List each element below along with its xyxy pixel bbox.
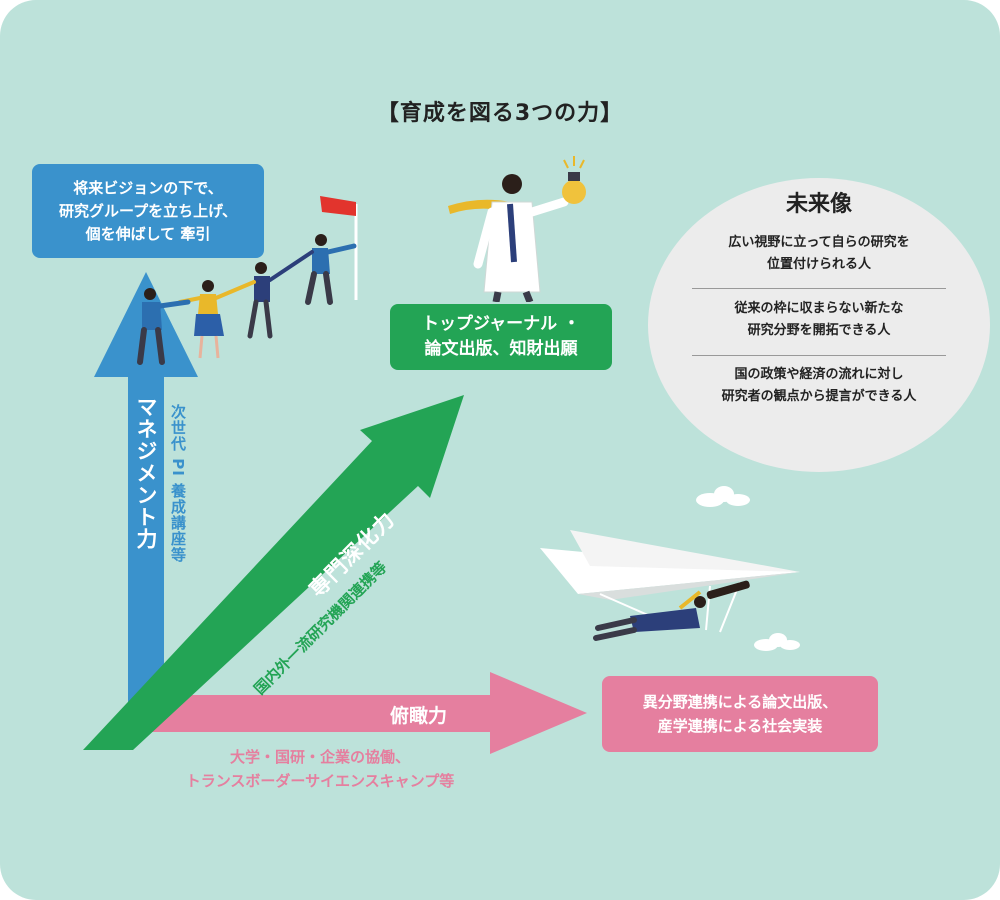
overview-axis-label: 俯瞰力: [390, 705, 448, 727]
future-vision-item-line: 従来の枠に収まらない新たな: [734, 301, 904, 316]
overview-goal-line: 異分野連携による論文出版、: [642, 693, 838, 711]
team-climbing-flag-illustration: [137, 196, 358, 365]
expertise-goal-box: トップジャーナル ・ 論文出版、知財出願: [390, 304, 612, 370]
overview-arrow: [128, 672, 587, 754]
future-vision-item: 国の政策や経済の流れに対し 研究者の観点から提言ができる人: [690, 364, 948, 408]
management-goal-line: 個を伸ばして 牽引: [85, 224, 211, 243]
overview-sub-line: 大学・国研・企業の協働、: [229, 748, 410, 766]
expertise-goal-line: 論文出版、知財出願: [424, 339, 578, 359]
overview-goal-box: 異分野連携による論文出版、 産学連携による社会実装: [602, 676, 878, 752]
scientist-lightbulb-flask-illustration: [448, 156, 586, 302]
expertise-arrow: [83, 395, 464, 750]
management-goal-box: 将来ビジョンの下で、 研究グループを立ち上げ、 個を伸ばして 牽引: [32, 164, 264, 258]
cloud-icon: [754, 633, 800, 651]
overview-sub-line: トランスボーダーサイエンスキャンプ等: [185, 772, 455, 790]
management-arrow: [94, 272, 198, 712]
overview-sub-label: 大学・国研・企業の協働、 トランスボーダーサイエンスキャンプ等: [130, 745, 510, 793]
future-vision-item-line: 研究分野を開拓できる人: [747, 323, 891, 338]
future-vision-title: 未来像: [785, 192, 852, 217]
future-vision-item-line: 国の政策や経済の流れに対し: [734, 367, 904, 382]
overview-goal-line: 産学連携による社会実装: [657, 717, 823, 735]
future-vision-divider: [692, 288, 946, 289]
cloud-icon: [696, 486, 750, 507]
management-goal-line: 将来ビジョンの下で、: [73, 178, 223, 197]
future-vision-item: 広い視野に立って自らの研究を 位置付けられる人: [690, 232, 948, 276]
expertise-goal-line: トップジャーナル ・: [421, 314, 581, 334]
future-vision-item-line: 位置付けられる人: [766, 257, 871, 272]
future-vision-item-line: 研究者の観点から提言ができる人: [721, 389, 917, 404]
future-vision-circle: [648, 178, 990, 472]
management-axis-label: マネジメント力: [134, 396, 158, 550]
future-vision-item: 従来の枠に収まらない新たな 研究分野を開拓できる人: [690, 298, 948, 342]
future-vision-item-line: 広い視野に立って自らの研究を: [728, 235, 910, 250]
future-vision-divider: [692, 355, 946, 356]
paper-plane-glider-telescope-illustration: [540, 530, 800, 641]
management-goal-line: 研究グループを立ち上げ、: [58, 201, 238, 220]
diagram-title: 【育成を図る3つの力】: [376, 101, 624, 126]
management-sub-label: 次世代 PI 養成講座等: [169, 404, 187, 564]
